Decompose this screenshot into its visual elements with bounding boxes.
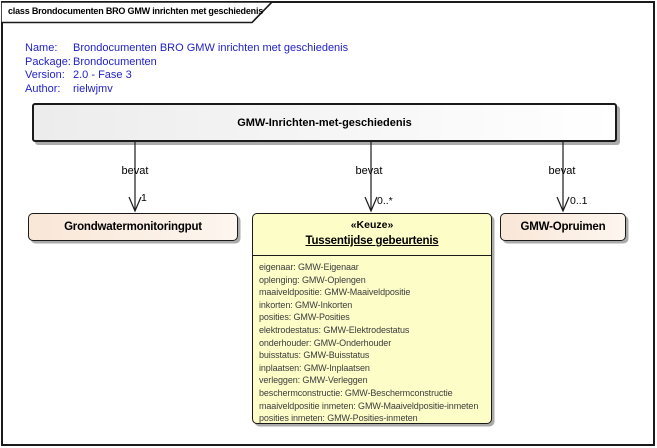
meta-row-package: Package: Brondocumenten [25, 56, 348, 70]
class-gmw-inrichten-met-geschiedenis[interactable]: GMW-Inrichten-met-geschiedenis [32, 103, 617, 142]
frame-title-tab: class Brondocumenten BRO GMW inrichten m… [1, 1, 273, 24]
attribute-row: onderhouder: GMW-Onderhouder [259, 337, 392, 348]
attribute-row: elektrodestatus: GMW-Elektrodestatus [259, 324, 410, 335]
class-name: Grondwatermonitoringput [64, 221, 202, 233]
class-gmw-opruimen[interactable]: GMW-Opruimen [500, 213, 626, 241]
relation-label: bevat [121, 165, 149, 177]
class-grondwatermonitoringput[interactable]: Grondwatermonitoringput [28, 213, 238, 241]
meta-value: Brondocumenten BRO GMW inrichten met ges… [73, 42, 349, 54]
class-name: GMW-Opruimen [520, 221, 606, 233]
meta-label: Version: [25, 69, 65, 81]
meta-row-version: Version: 2.0 - Fase 3 [25, 69, 348, 83]
class-header: «Keuze» Tussentijdse gebeurtenis [253, 214, 491, 256]
attribute-row: maaiveldpositie: GMW-Maaiveldpositie [259, 287, 411, 298]
meta-value: Brondocumenten [73, 55, 157, 68]
meta-value: rielwjmv [73, 82, 113, 95]
relation-label: bevat [548, 165, 576, 177]
attribute-row: inplaatsen: GMW-Inplaatsen [259, 362, 370, 373]
diagram-metadata: Name: Brondocumenten BRO GMW inrichten m… [25, 42, 348, 96]
attribute-row: buisstatus: GMW-Buisstatus [259, 350, 370, 361]
relation-label: bevat [355, 165, 383, 177]
meta-value: 2.0 - Fase 3 [73, 69, 132, 81]
attribute-row: inkorten: GMW-Inkorten [259, 299, 353, 310]
stereotype-label: «Keuze» [350, 219, 394, 231]
attribute-row: posities inmeten: GMW-Posities-inmeten [259, 413, 418, 424]
class-name: GMW-Inrichten-met-geschiedenis [237, 116, 412, 129]
attribute-row: oplenging: GMW-Oplengen [259, 274, 366, 285]
frame-title: class Brondocumenten BRO GMW inrichten m… [8, 6, 264, 16]
attribute-row: maaiveldpositie inmeten: GMW-Maaiveldpos… [259, 400, 479, 411]
meta-label: Author: [25, 82, 61, 95]
attribute-row: beschermconstructie: GMW-Beschermconstru… [259, 387, 453, 398]
attribute-row: verleggen: GMW-Verleggen [259, 375, 368, 386]
multiplicity-label: 0..* [377, 195, 393, 207]
attribute-list: eigenaar: GMW-Eigenaar oplenging: GMW-Op… [253, 256, 491, 425]
class-name: Tussentijdse gebeurtenis [305, 235, 439, 247]
meta-row-author: Author: rielwjmv [25, 83, 348, 97]
class-tussentijdse-gebeurtenis[interactable]: «Keuze» Tussentijdse gebeurtenis eigenaa… [252, 213, 492, 424]
multiplicity-label: 0..1 [570, 195, 588, 207]
multiplicity-label: 1 [141, 192, 147, 204]
attribute-row: eigenaar: GMW-Eigenaar [259, 262, 359, 272]
frame-tab-shape-icon [1, 1, 273, 24]
meta-label: Package: [25, 55, 71, 68]
meta-row-name: Name: Brondocumenten BRO GMW inrichten m… [25, 42, 348, 56]
attribute-row: posities: GMW-Posities [259, 312, 350, 323]
meta-label: Name: [25, 42, 58, 54]
